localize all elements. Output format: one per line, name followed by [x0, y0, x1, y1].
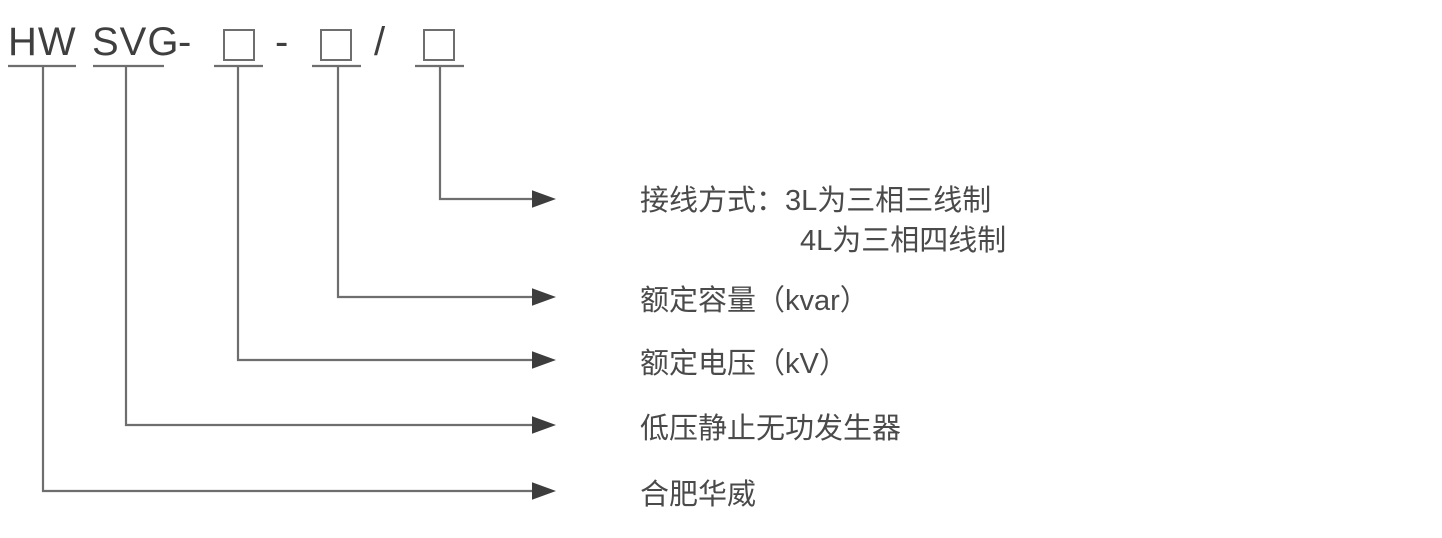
- callout-label-product-name: 低压静止无功发生器: [640, 413, 902, 445]
- token-brand-code: HW: [8, 20, 77, 64]
- leader-rated-capacity: [336, 66, 557, 306]
- callout-label-rated-voltage: 额定电压（kV）: [640, 348, 848, 380]
- placeholder-box-voltage: [223, 29, 255, 61]
- leader-rated-voltage: [236, 66, 557, 369]
- callout-line-primary: 接线方式：3L为三相三线制: [640, 185, 992, 217]
- leader-wiring-mode: [438, 66, 557, 208]
- callout-label-manufacturer: 合肥华威: [640, 479, 757, 511]
- token-product-code: SVG: [92, 20, 180, 64]
- callout-label-rated-capacity: 额定容量（kvar）: [640, 285, 869, 317]
- callout-label-wiring-mode: 接线方式：3L为三相三线制 4L为三相四线制: [640, 181, 1006, 261]
- leader-product-name: [124, 66, 557, 434]
- token-separator-dash-1: -: [178, 20, 192, 64]
- leader-manufacturer: [41, 66, 557, 500]
- callout-line-secondary: 4L为三相四线制: [800, 225, 1007, 258]
- placeholder-box-capacity: [320, 29, 352, 61]
- token-separator-dash-2: -: [275, 20, 289, 64]
- placeholder-box-wiring: [423, 29, 455, 61]
- token-separator-slash: /: [374, 20, 386, 64]
